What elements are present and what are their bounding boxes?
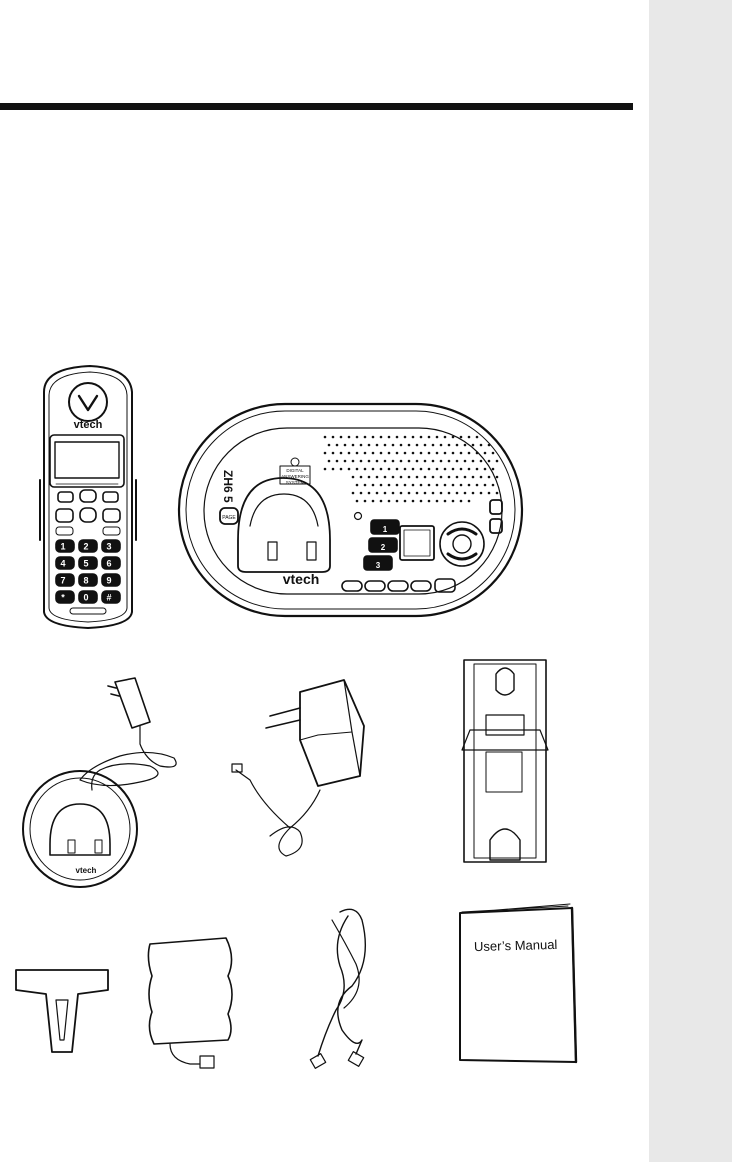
- menu-key[interactable]: [342, 581, 362, 591]
- handset-key-label: 9: [106, 576, 111, 586]
- handset-talk-key[interactable]: [56, 509, 73, 522]
- badge-line: ANSWERING: [281, 474, 309, 479]
- handset-brand: vtech: [74, 419, 103, 431]
- charging-contact: [268, 542, 277, 560]
- redial-key[interactable]: [388, 581, 408, 591]
- page-button-label: PAGE: [222, 515, 236, 521]
- handset-key-label: 0: [83, 593, 88, 603]
- handset-key-label: 4: [60, 559, 65, 569]
- handset-key-label: #: [106, 593, 111, 603]
- telephone-base: DIGITAL ANSWERING SYSTEM ZH6 5 PAGE 1 2 …: [179, 404, 522, 616]
- handset-select-key[interactable]: [80, 490, 96, 502]
- memory-key-label: 2: [381, 543, 386, 552]
- charger-power-adapter: [115, 678, 150, 728]
- page-sidebar: [649, 0, 732, 1162]
- charger-brand: vtech: [76, 866, 97, 875]
- handset-screen-frame: [50, 435, 124, 487]
- belt-clip: [16, 970, 108, 1052]
- handset-key-label: 6: [106, 559, 111, 569]
- handset-up-key[interactable]: [103, 492, 118, 502]
- wall-mount-bracket: [462, 660, 548, 862]
- manual-title: User’s Manual: [474, 937, 558, 954]
- in-use-light: [355, 513, 362, 520]
- base-play-button[interactable]: [453, 535, 471, 553]
- handset-off-key[interactable]: [103, 509, 120, 522]
- base-power-adapter: [232, 680, 364, 856]
- badge-line: DIGITAL: [286, 468, 304, 473]
- base-model-number: ZH6 5: [221, 470, 235, 503]
- memory-key-label: 1: [383, 525, 388, 534]
- handset-key-star[interactable]: [56, 591, 74, 603]
- battery-pack: [148, 938, 232, 1068]
- speaker-grille: [324, 436, 499, 503]
- memory-key-label: 3: [376, 561, 381, 570]
- answer-key[interactable]: [411, 581, 431, 591]
- telephone-line-cord: [310, 909, 365, 1068]
- base-brand: vtech: [283, 571, 320, 587]
- charger-cradle: [50, 804, 110, 855]
- badge-line: SYSTEM: [286, 480, 305, 485]
- battery-connector: [200, 1056, 214, 1068]
- handset-charger: vtech: [23, 678, 176, 887]
- volume-up-key[interactable]: [490, 500, 502, 514]
- handset-key-label: 8: [83, 576, 88, 586]
- handset-key-label: 3: [106, 542, 111, 552]
- users-manual: [460, 904, 576, 1062]
- handset-key-label: 2: [83, 542, 88, 552]
- handset-key-label: 7: [60, 576, 65, 586]
- handset-key-label: 1: [60, 542, 65, 552]
- handset-speaker-key[interactable]: [80, 508, 96, 522]
- handset-display: [55, 442, 119, 478]
- handset-down-key[interactable]: [58, 492, 73, 502]
- handset-key-label: 5: [83, 559, 88, 569]
- handset-earpiece-icon: [69, 383, 107, 421]
- mute-key[interactable]: [365, 581, 385, 591]
- cordless-handset: vtech 1 2 3 4 5 6 7 8 9 * 0 #: [40, 366, 136, 628]
- handset-keypad: 1 2 3 4 5 6 7 8 9 * 0 #: [56, 540, 120, 603]
- handset-key-label: *: [61, 593, 65, 603]
- base-message-display: [400, 526, 434, 560]
- charging-contact: [307, 542, 316, 560]
